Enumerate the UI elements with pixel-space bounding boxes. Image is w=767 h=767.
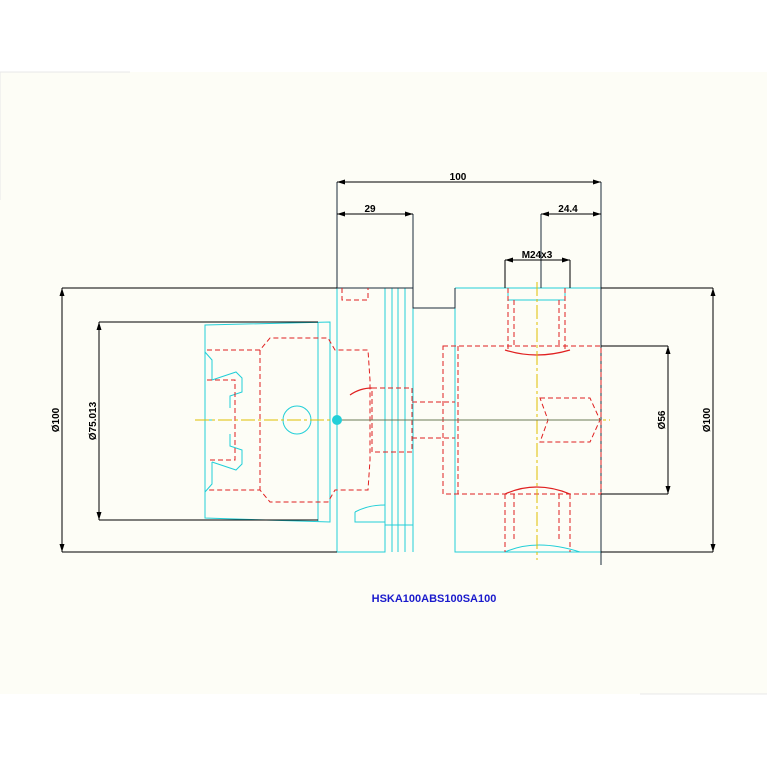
arrow [337, 211, 345, 217]
dim-29-text: 29 [364, 204, 376, 215]
dim-taper-diameter-text: Ø75.013 [88, 401, 99, 440]
arrow [710, 544, 716, 552]
arrow [593, 211, 601, 217]
dim-thread-text: M24x3 [522, 250, 553, 261]
arrow [562, 257, 570, 263]
dim-right-diameter-text: Ø100 [702, 407, 713, 432]
taper-outline [204, 321, 331, 523]
arrow [59, 544, 65, 552]
dimension-arrows [59, 179, 716, 552]
arrow [593, 179, 601, 185]
taper-groove-top [204, 325, 213, 380]
hidden-tap-top [507, 288, 566, 352]
arrow [665, 346, 671, 354]
taper-groove-bottom [204, 462, 213, 518]
drive-slot-bottom [211, 434, 243, 471]
flange-groove [354, 512, 385, 523]
tap-bottom-arc [504, 544, 581, 553]
arrow [710, 288, 716, 296]
hidden-tap-bottom [504, 494, 571, 552]
flange-groove-arc [354, 504, 386, 513]
thread-arc-bottom [504, 486, 571, 495]
dim-100-text: 100 [450, 172, 467, 183]
dim-left-diameter-text: Ø100 [51, 407, 62, 432]
arrow [541, 211, 549, 217]
hidden-pocket [371, 387, 413, 453]
hidden-passage [412, 401, 455, 439]
hidden-key-top [341, 288, 369, 301]
dim-24-text: 24.4 [558, 204, 578, 215]
arrow [96, 512, 102, 520]
sheet-background [0, 72, 767, 694]
pocket-arc [349, 387, 373, 396]
arrow [96, 322, 102, 330]
neck-profile [412, 288, 456, 309]
arrow [505, 257, 513, 263]
arrow [337, 179, 345, 185]
axis-origin-mark [332, 415, 342, 425]
arrow [59, 288, 65, 296]
part-number-label: HSKA100ABS100SA100 [372, 593, 497, 605]
drive-slot-top [211, 371, 243, 408]
dim-bore-diameter-text: Ø56 [657, 410, 668, 429]
arrow [405, 211, 413, 217]
arrow [665, 486, 671, 494]
body-outline [454, 288, 601, 553]
dimension-lines [61, 181, 714, 553]
